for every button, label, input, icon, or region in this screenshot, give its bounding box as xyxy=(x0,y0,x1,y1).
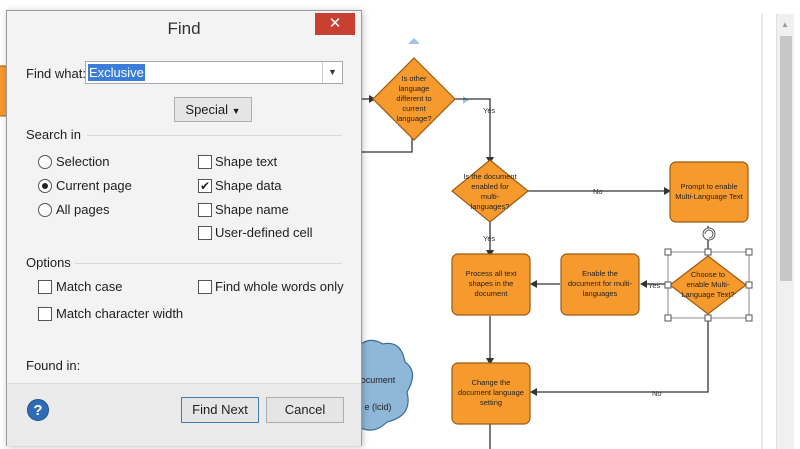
radio-all-pages-label: All pages xyxy=(56,202,110,217)
radio-current-page-label: Current page xyxy=(56,178,132,193)
shape-text: Process all text xyxy=(466,269,518,278)
checkbox-match-case-label: Match case xyxy=(56,279,123,294)
shape-text: Multi-Language Text xyxy=(675,192,743,201)
chevron-down-icon[interactable]: ▼ xyxy=(322,62,342,83)
shape-text: Choose to xyxy=(691,270,725,279)
shape-text: Language Text? xyxy=(681,290,734,299)
decision-document-enabled[interactable]: Is the document enabled for multi- langu… xyxy=(451,159,529,223)
shape-text: enable Multi- xyxy=(687,280,730,289)
checkmark-icon: ✔ xyxy=(199,179,211,193)
checkbox-match-case[interactable] xyxy=(38,280,52,294)
checkbox-user-defined-cell-label: User-defined cell xyxy=(215,225,313,240)
shape-text: e (lcid) xyxy=(364,402,391,412)
shape-text: languages? xyxy=(471,202,510,211)
shape-text: document language xyxy=(458,388,524,397)
close-icon: ✕ xyxy=(328,15,342,32)
divider xyxy=(7,383,361,384)
shape-text: shapes in the xyxy=(469,279,514,288)
selection-handles[interactable] xyxy=(664,227,753,322)
cancel-button[interactable]: Cancel xyxy=(266,397,344,423)
dialog-title: Find xyxy=(167,19,201,38)
no-label: No xyxy=(652,389,662,398)
radio-selection-label: Selection xyxy=(56,154,110,169)
shape-text: Is other xyxy=(401,74,427,83)
yes-label: Yes xyxy=(483,234,495,243)
shape-text: current xyxy=(402,104,426,113)
find-next-button[interactable]: Find Next xyxy=(181,397,259,423)
decision-other-language[interactable]: Is other language different to current l… xyxy=(372,57,456,141)
shape-text: different to xyxy=(396,94,431,103)
process-all-text-shapes[interactable]: Process all text shapes in the document xyxy=(451,253,531,316)
shape-text: language? xyxy=(396,114,431,123)
shape-text: setting xyxy=(480,398,502,407)
checkbox-match-width-label: Match character width xyxy=(56,306,184,321)
radio-current-page[interactable] xyxy=(38,179,52,193)
shape-text: Prompt to enable xyxy=(680,182,737,191)
cloud-shape[interactable]: ocument e (lcid) xyxy=(354,339,414,431)
special-button[interactable]: Special ▼ xyxy=(174,97,252,122)
shape-text: Enable the xyxy=(582,269,618,278)
checkbox-user-defined-cell[interactable] xyxy=(198,226,212,240)
help-icon[interactable]: ? xyxy=(27,399,49,421)
radio-selection[interactable] xyxy=(38,155,52,169)
special-label: Special xyxy=(185,102,229,117)
scrollbar-thumb[interactable] xyxy=(780,36,792,281)
scroll-up-icon[interactable]: ▲ xyxy=(781,20,789,29)
shape-text: document for multi- xyxy=(568,279,633,288)
search-in-heading: Search in xyxy=(26,127,81,142)
shape-text: enabled for xyxy=(471,182,509,191)
decision-choose-enable[interactable]: Choose to enable Multi- Language Text? xyxy=(669,255,747,315)
checkbox-shape-name-label: Shape name xyxy=(215,202,289,217)
checkbox-whole-words[interactable] xyxy=(198,280,212,294)
yes-label: Yes xyxy=(648,281,660,290)
guide-arrow-icon xyxy=(408,38,420,44)
shape-text: language xyxy=(399,84,430,93)
yes-label: Yes xyxy=(483,106,495,115)
shape-text: multi- xyxy=(481,192,500,201)
process-prompt-enable[interactable]: Prompt to enable Multi-Language Text xyxy=(669,161,749,223)
checkbox-shape-name[interactable] xyxy=(198,203,212,217)
no-label: No xyxy=(593,187,603,196)
checkbox-shape-text-label: Shape text xyxy=(215,154,278,169)
checkbox-shape-data-label: Shape data xyxy=(215,178,282,193)
shape-text: Change the xyxy=(472,378,511,387)
process-enable-document[interactable]: Enable the document for multi- languages xyxy=(560,253,640,316)
shape-text: languages xyxy=(583,289,618,298)
find-what-input[interactable]: Exclusive xyxy=(88,64,145,81)
find-what-combobox[interactable]: Exclusive ▼ xyxy=(85,61,343,84)
checkbox-shape-data[interactable]: ✔ xyxy=(198,179,212,193)
shape-text: ocument xyxy=(361,375,396,385)
divider xyxy=(75,263,342,264)
shape-text: Is the document xyxy=(463,172,517,181)
checkbox-match-width[interactable] xyxy=(38,307,52,321)
guide-arrow-icon xyxy=(463,96,469,104)
found-in-label: Found in: xyxy=(26,358,81,373)
shape-text: document xyxy=(475,289,509,298)
options-heading: Options xyxy=(26,255,71,270)
process-change-language[interactable]: Change the document language setting xyxy=(451,362,531,425)
vertical-scrollbar[interactable]: ▲ xyxy=(776,14,794,449)
divider xyxy=(87,135,342,136)
find-what-label: Find what: xyxy=(26,66,86,81)
checkbox-shape-text[interactable] xyxy=(198,155,212,169)
checkbox-whole-words-label: Find whole words only xyxy=(215,279,344,294)
dropdown-arrow-icon: ▼ xyxy=(231,106,241,116)
find-dialog: Find ✕ Find what: Exclusive ▼ Special ▼ … xyxy=(6,10,362,446)
close-button[interactable]: ✕ xyxy=(315,13,355,35)
radio-all-pages[interactable] xyxy=(38,203,52,217)
